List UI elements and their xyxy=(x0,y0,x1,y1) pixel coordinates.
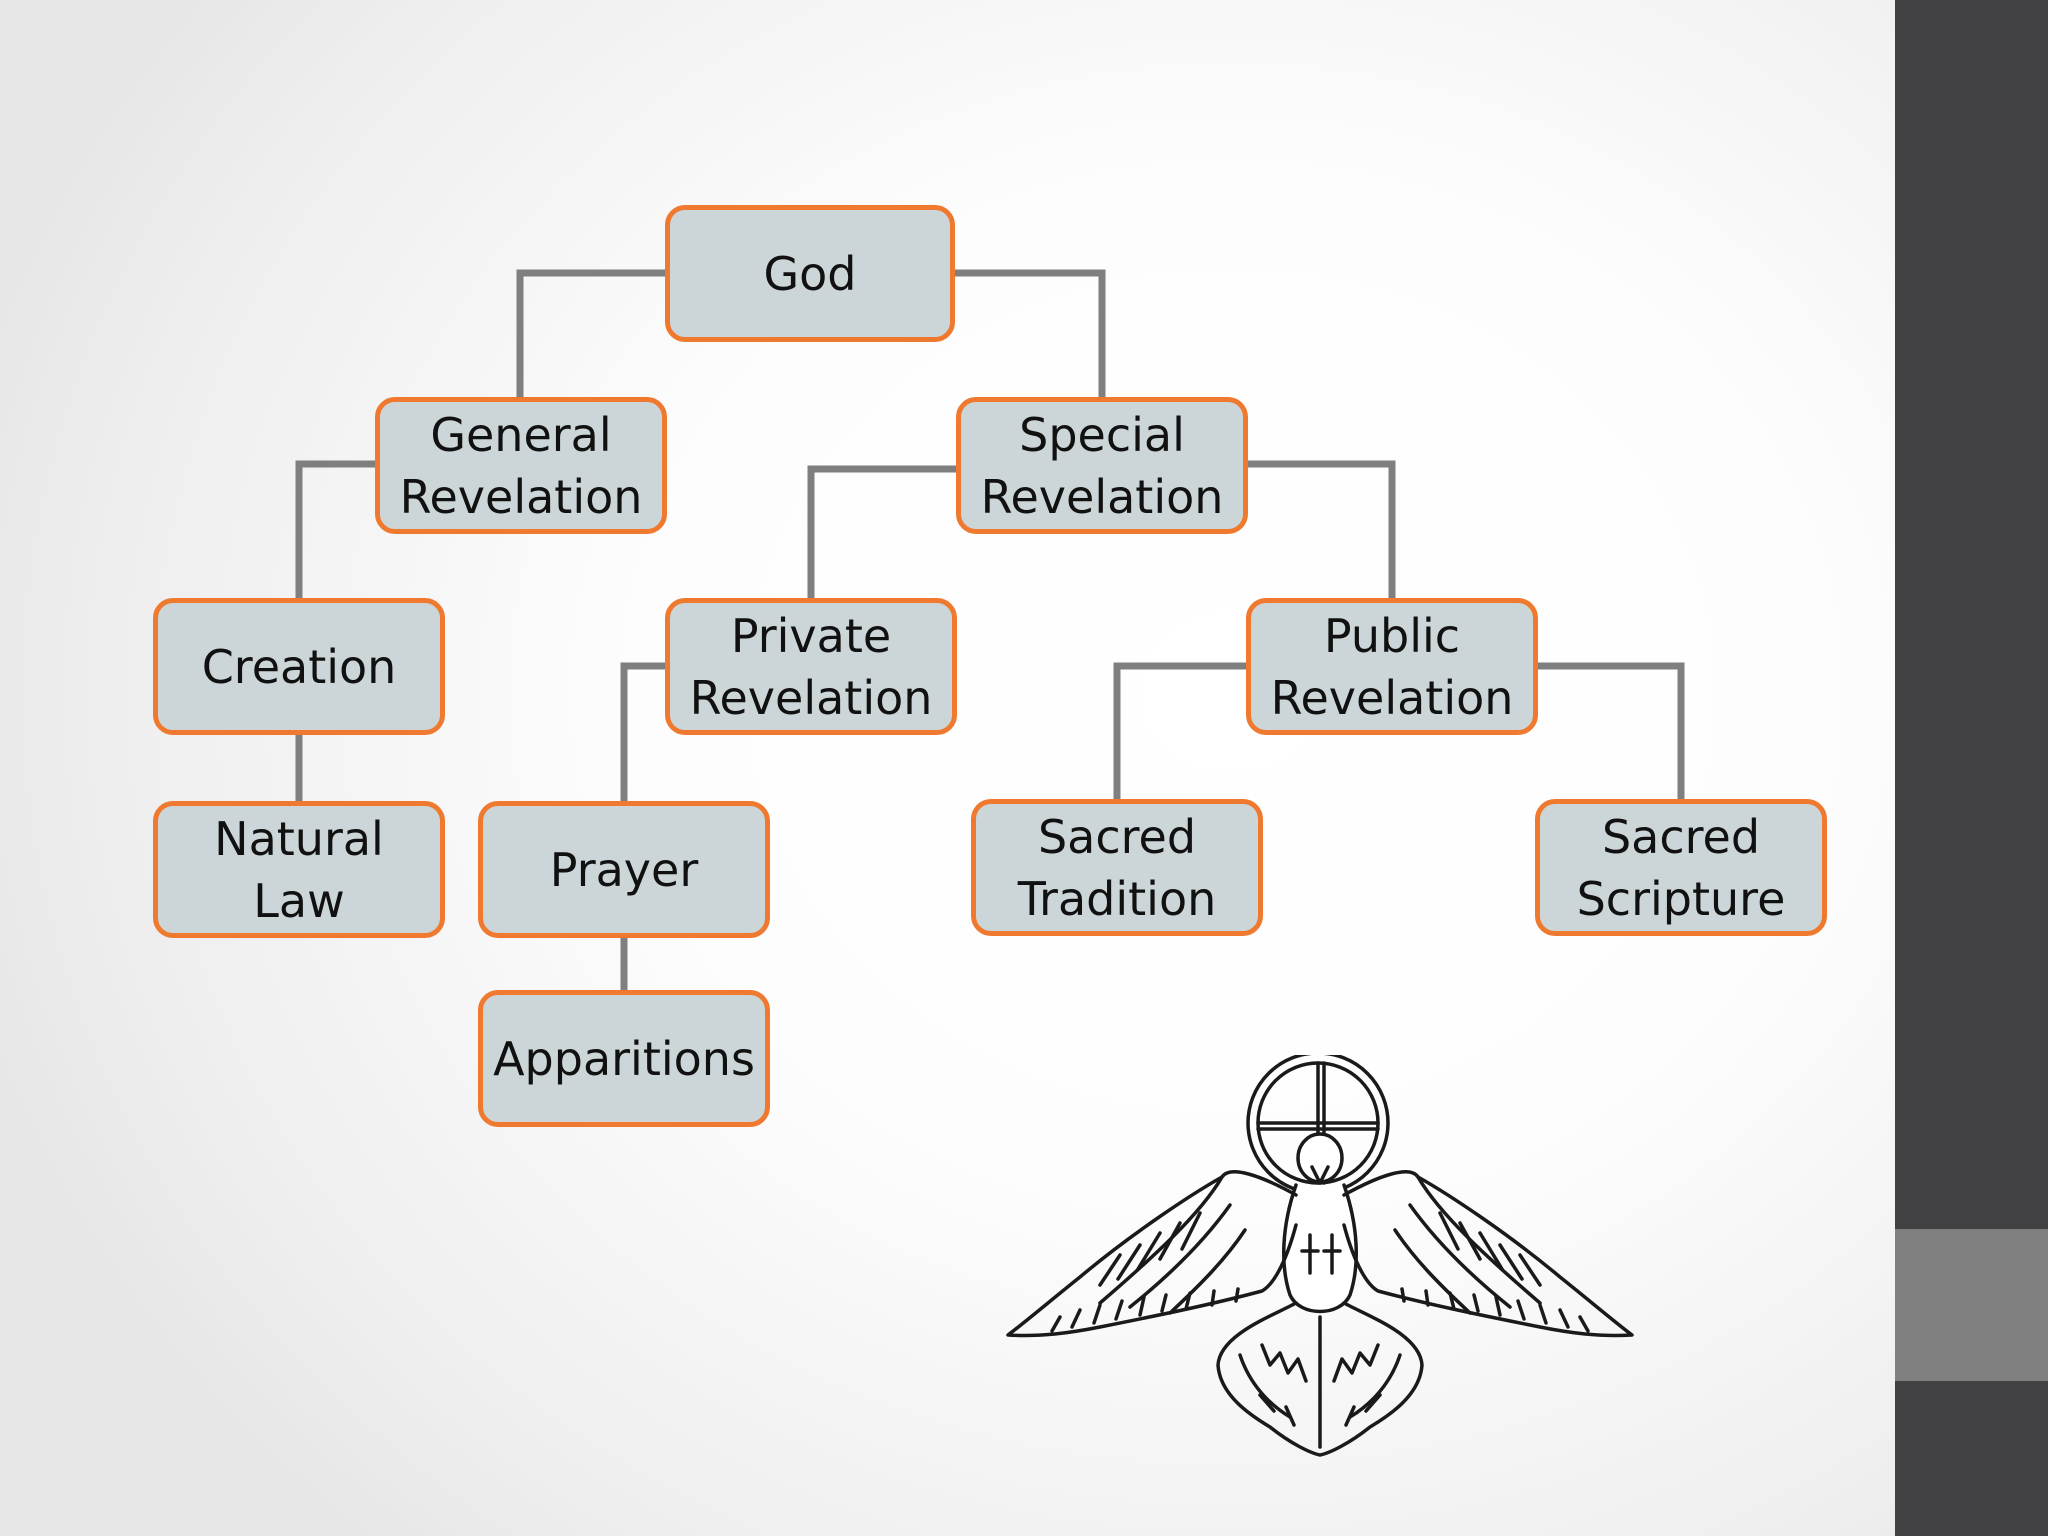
sidebar-accent-block xyxy=(1895,1229,2048,1381)
right-wing-icon xyxy=(1342,1170,1634,1338)
connector-god-general xyxy=(516,269,665,397)
node-god: God xyxy=(665,205,955,342)
connector-god-special xyxy=(955,269,1106,397)
connector-lines xyxy=(295,269,1685,990)
connector-public-scripture xyxy=(1538,662,1685,799)
node-creation: Creation xyxy=(153,598,445,735)
node-private-revelation: Private Revelation xyxy=(665,598,957,735)
tail-icon xyxy=(1216,1301,1424,1457)
node-sacred-tradition: Sacred Tradition xyxy=(971,799,1263,936)
node-general-revelation: General Revelation xyxy=(375,397,667,534)
connector-special-private xyxy=(807,465,956,598)
connector-special-public xyxy=(1248,460,1396,598)
connector-general-creation xyxy=(295,460,375,598)
node-prayer: Prayer xyxy=(478,801,770,938)
node-natural-law: Natural Law xyxy=(153,801,445,938)
node-special-revelation: Special Revelation xyxy=(956,397,1248,534)
left-wing-icon xyxy=(1006,1170,1298,1338)
connector-public-tradition xyxy=(1113,662,1246,799)
node-sacred-scripture: Sacred Scripture xyxy=(1535,799,1827,936)
node-public-revelation: Public Revelation xyxy=(1246,598,1538,735)
dove-illustration xyxy=(1006,1055,1634,1457)
connector-private-prayer xyxy=(620,662,665,801)
node-apparitions: Apparitions xyxy=(478,990,770,1127)
